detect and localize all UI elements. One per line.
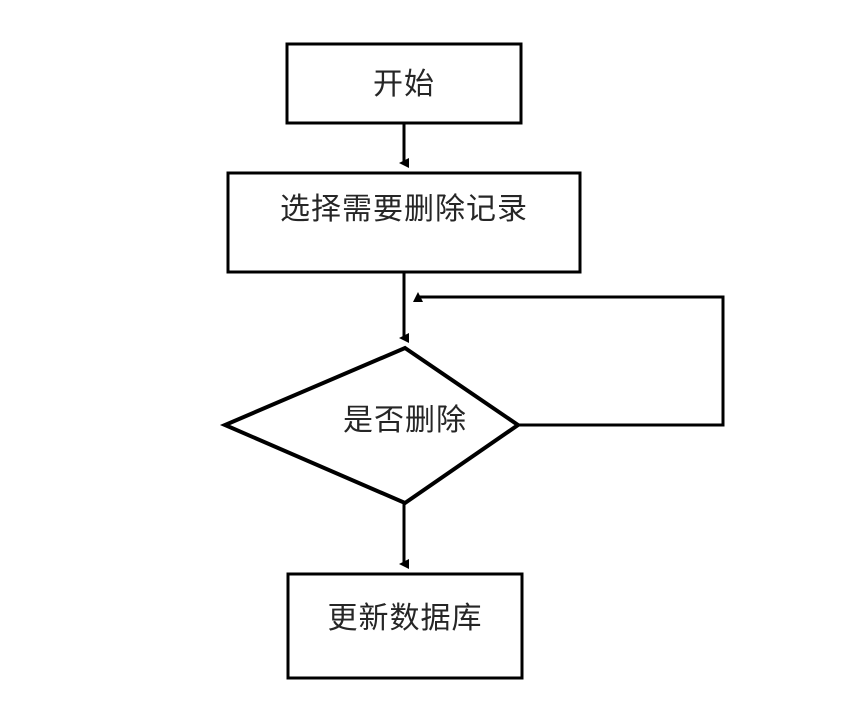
node-start-shape[interactable] <box>285 42 523 125</box>
node-decision-label: 是否删除 <box>343 404 467 437</box>
edge-decision-loop-back <box>413 292 725 427</box>
node-start-label: 开始 <box>373 68 435 101</box>
node-update-shape[interactable] <box>286 572 524 680</box>
node-select-shape[interactable] <box>226 171 582 274</box>
node-update-label: 更新数据库 <box>327 602 483 635</box>
node-select-label: 选择需要删除记录 <box>280 193 528 226</box>
